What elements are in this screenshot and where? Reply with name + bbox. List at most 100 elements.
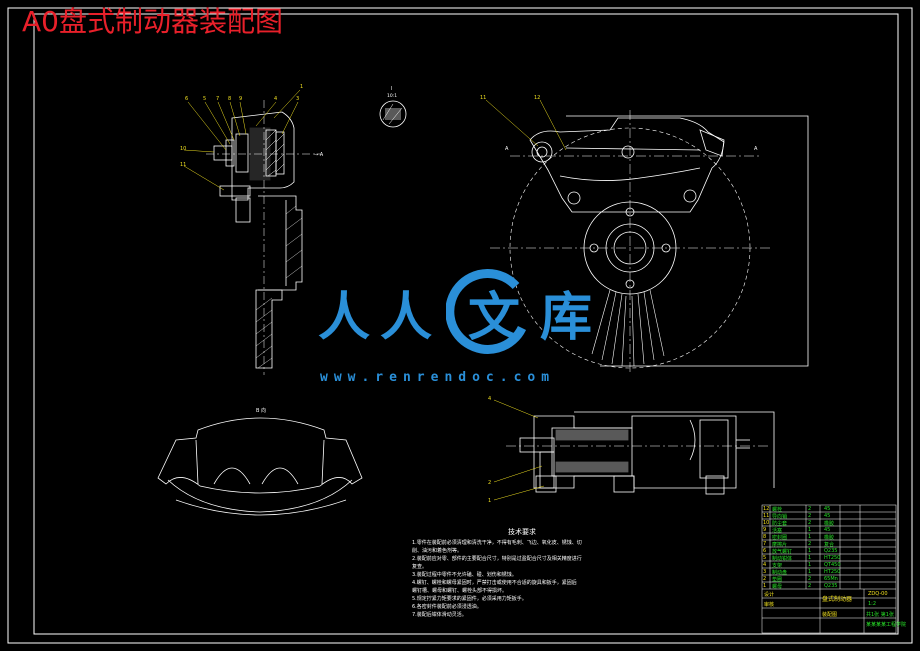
- part-label: 7: [216, 96, 219, 102]
- bom-cell: 9: [763, 527, 767, 533]
- bom-cell: 7: [763, 541, 767, 547]
- bom-cell: 复合: [824, 542, 835, 548]
- bom-cell: 支架: [772, 563, 783, 569]
- part-label: 4: [488, 396, 491, 402]
- note-line: 6.各密封件装配前必须浸透油。: [412, 604, 482, 610]
- bom-cell: 65Mn: [824, 576, 838, 582]
- note-line: 复查。: [412, 564, 428, 570]
- drawing-title: A0盘式制动器装配图: [22, 5, 283, 38]
- bom-cell: 5: [763, 555, 767, 561]
- part-label: 5: [203, 96, 206, 102]
- bom-cell: 1: [808, 562, 812, 568]
- bom-cell: 1: [808, 555, 812, 561]
- bom-cell: 1: [763, 583, 767, 589]
- bom-cell: 2: [808, 506, 812, 512]
- note-line: 4.螺钉、螺栓和螺母紧固时，严禁打击或使用不合适的旋具和扳手，紧固后: [412, 580, 577, 586]
- bom-cell: HT250: [824, 569, 841, 575]
- bom-cell: Q235: [824, 583, 838, 589]
- bom-cell: 10: [763, 520, 770, 526]
- bom-cell: 1: [808, 527, 812, 533]
- section-mark-a-left: A: [505, 146, 509, 152]
- bom-cell: 2: [808, 513, 812, 519]
- part-label: 11: [480, 95, 486, 101]
- detail-i: I 10:1: [379, 86, 407, 128]
- outer-border: [7, 7, 913, 644]
- scale: 1:2: [868, 601, 877, 607]
- bom-cell: QT450: [824, 562, 841, 568]
- bom-cell: 螺栓: [772, 507, 783, 513]
- bom-cell: 2: [763, 576, 767, 582]
- bom-cell: 制动钳体: [772, 556, 793, 562]
- bom-cell: 2: [808, 541, 812, 547]
- bom-cell: 放气螺钉: [772, 549, 793, 555]
- bom-cell: HT250: [824, 555, 841, 561]
- bom-cell: 防尘套: [772, 521, 788, 527]
- part-label: 10: [180, 146, 186, 152]
- view-label-b: B 向: [256, 407, 266, 414]
- note-line: 2.装配前应对零、部件的主要配合尺寸，特别是过盈配合尺寸及相关精度进行: [412, 556, 582, 562]
- bom-cell: 2: [808, 583, 812, 589]
- part-label: 4: [274, 96, 277, 102]
- bom-cell: 摩擦片: [772, 542, 788, 548]
- section-mark-a-right: A: [754, 146, 758, 152]
- note-line: 螺钉槽、螺母和螺钉、螺栓头部不得损坏。: [412, 588, 508, 594]
- part-label: 1: [488, 498, 491, 504]
- bom-cell: 12: [763, 506, 770, 512]
- right-front-view: [485, 99, 809, 372]
- part-label: 9: [239, 96, 242, 102]
- note-line: 5.规定拧紧力矩要求的紧固件，必须采用力矩扳手。: [412, 596, 527, 602]
- technical-requirements: 技术要求 1.零件在装配前必须清理和清洗干净，不得有毛刺、飞边、氧化皮、锈蚀、切…: [412, 528, 632, 619]
- drawn-label: 设计: [764, 592, 775, 598]
- checked-label: 审核: [764, 602, 775, 608]
- bom-cell: 导向销: [772, 514, 788, 520]
- bom-cell: 1: [808, 569, 812, 575]
- section-mark-a: → A: [314, 152, 324, 158]
- watermark-char: 文: [468, 288, 521, 348]
- bottom-left-view: B 向: [157, 407, 363, 516]
- bom-cell: 11: [763, 513, 770, 519]
- notes-heading: 技术要求: [508, 528, 536, 536]
- bom-cell: 45: [824, 513, 831, 519]
- bom-cell: 垫圈: [772, 577, 783, 583]
- title-block-lines: [761, 504, 897, 634]
- school-name: 某某某某工程学院: [866, 622, 907, 628]
- part-label: 12: [534, 95, 540, 101]
- bom-cell: 45: [824, 527, 831, 533]
- watermark-char: 库: [540, 288, 593, 348]
- bom-cell: 8: [763, 534, 767, 540]
- note-line: 3.装配过程中零件不允许磕、碰、划伤和锈蚀。: [412, 572, 517, 578]
- bom-cell: 6: [763, 548, 767, 554]
- bom-cell: 密封圈: [772, 535, 788, 541]
- bom-cell: 活塞: [772, 528, 783, 534]
- part-label: 11: [180, 162, 186, 168]
- bom-cell: 螺母: [772, 584, 783, 590]
- bom-cell: 3: [763, 569, 767, 575]
- bom-cell: 1: [808, 548, 812, 554]
- bottom-section-view: [493, 399, 775, 501]
- watermark-circle-icon: [446, 268, 527, 354]
- detail-scale: 10:1: [387, 93, 397, 99]
- bom-cell: 橡胶: [824, 521, 835, 527]
- bom-cell: 45: [824, 506, 831, 512]
- part-label: 2: [488, 480, 491, 486]
- watermark-char: 人: [380, 288, 433, 348]
- right-view-labels: 11 12 A A: [480, 95, 758, 152]
- bom-cell: 橡胶: [824, 535, 835, 541]
- bom-cell: 2: [808, 520, 812, 526]
- bom-cell: 4: [763, 562, 767, 568]
- left-view-part-labels: 6 5 7 8 9 4 3 1 10 11: [180, 84, 303, 168]
- watermark-char: 人: [318, 288, 371, 348]
- material-note: 装配图: [822, 612, 838, 618]
- part-label: 6: [185, 96, 188, 102]
- part-label: 8: [228, 96, 231, 102]
- note-line: 1.零件在装配前必须清理和清洗干净，不得有毛刺、飞边、氧化皮、锈蚀、切: [412, 540, 582, 546]
- watermark-logo: 人 人 文 库: [318, 268, 618, 368]
- sheet-info: 共1张 第1张: [866, 612, 894, 618]
- drawing-number: ZDQ-00: [868, 591, 888, 597]
- bom-cell: 制动盘: [772, 570, 788, 576]
- bom-cell: 1: [808, 534, 812, 540]
- note-line: 7.装配后钳体滑动灵活。: [412, 612, 467, 618]
- drawing-name: 盘式制动器: [822, 596, 853, 603]
